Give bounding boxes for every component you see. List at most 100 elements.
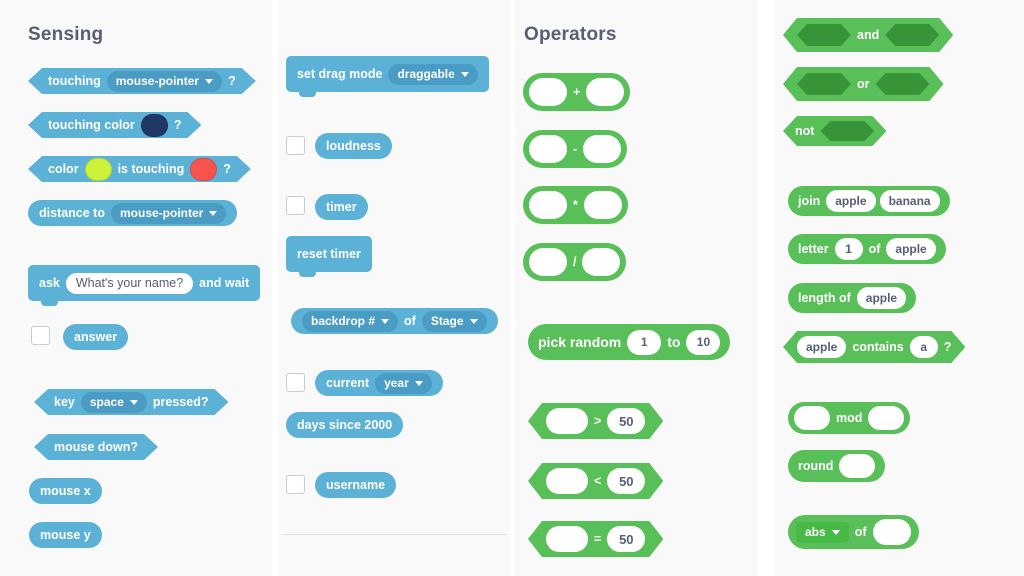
block-pick-random[interactable]: pick random 1 to 10 [528, 324, 731, 360]
block-reset-timer[interactable]: reset timer [286, 236, 372, 277]
operand-right[interactable] [586, 78, 625, 106]
block-not[interactable]: not [783, 116, 886, 146]
block-round[interactable]: round [788, 450, 886, 482]
block-username[interactable]: username [315, 472, 397, 498]
block-label: answer [74, 329, 118, 344]
operand-left[interactable] [546, 468, 588, 494]
color-swatch-a[interactable] [85, 158, 112, 181]
checkbox-current[interactable] [286, 373, 305, 392]
block-less-than[interactable]: < 50 [528, 463, 663, 499]
operand-right[interactable] [868, 406, 905, 430]
dropdown-time-unit[interactable]: year [375, 372, 432, 394]
block-and[interactable]: and [783, 18, 953, 52]
operand-right[interactable] [582, 248, 621, 276]
block-days-since-2000[interactable]: days since 2000 [286, 412, 404, 438]
chevron-down-icon [414, 380, 423, 386]
operand-right[interactable] [583, 191, 622, 219]
compare-value[interactable]: 50 [607, 468, 645, 494]
operand-left[interactable] [529, 191, 567, 219]
boolean-slot[interactable] [820, 121, 874, 141]
block-label: timer [326, 199, 357, 214]
boolean-slot-left[interactable] [797, 73, 851, 95]
block-label: contains [852, 339, 904, 354]
color-swatch[interactable] [141, 114, 168, 137]
block-contains[interactable]: apple contains a ? [783, 331, 965, 363]
operand-left[interactable] [529, 78, 567, 106]
block-touching-color[interactable]: touching color ? [28, 112, 201, 138]
round-input[interactable] [839, 454, 876, 478]
block-label: not [795, 123, 815, 138]
checkbox-username[interactable] [286, 475, 305, 494]
block-current[interactable]: current year [315, 370, 443, 396]
chevron-down-icon [130, 400, 138, 405]
block-mouse-x[interactable]: mouse x [29, 478, 102, 504]
chevron-down-icon [460, 71, 469, 77]
block-label: join [798, 193, 821, 208]
boolean-slot-right[interactable] [876, 73, 930, 95]
dropdown-drag-mode[interactable]: draggable [388, 63, 478, 85]
block-abs-of[interactable]: abs of [788, 515, 919, 549]
boolean-slot-left[interactable] [797, 24, 851, 46]
dropdown-value: mouse-pointer [115, 74, 200, 88]
compare-value[interactable]: 50 [607, 408, 645, 434]
block-multiply[interactable]: * [523, 186, 628, 224]
dropdown-distance-target[interactable]: mouse-pointer [111, 202, 227, 224]
block-set-drag-mode[interactable]: set drag mode draggable [286, 56, 489, 97]
dropdown-property[interactable]: backdrop # [302, 310, 399, 332]
length-input[interactable]: apple [856, 287, 907, 309]
block-equals[interactable]: = 50 [528, 521, 663, 557]
operand-left[interactable] [529, 135, 567, 163]
block-label: and [857, 27, 880, 42]
dropdown-target[interactable]: Stage [421, 310, 487, 332]
block-or[interactable]: or [783, 67, 944, 101]
block-backdrop-of[interactable]: backdrop # of Stage [291, 308, 498, 334]
block-length-of[interactable]: length of apple [788, 283, 917, 313]
column-operators-2: and or not join apple [775, 0, 1024, 576]
block-join[interactable]: join apple banana [788, 186, 950, 216]
operand-left[interactable] [794, 406, 830, 430]
block-color-is-touching[interactable]: color is touching ? [28, 156, 251, 182]
block-mouse-y[interactable]: mouse y [29, 522, 102, 548]
block-divide[interactable]: / [523, 243, 627, 281]
abs-input[interactable] [872, 519, 911, 545]
block-loudness[interactable]: loudness [315, 133, 392, 159]
block-letter-of[interactable]: letter 1 of apple [788, 234, 946, 264]
block-timer[interactable]: timer [315, 194, 368, 220]
checkbox-loudness[interactable] [286, 136, 305, 155]
contains-needle-input[interactable]: a [910, 336, 938, 358]
checkbox-answer[interactable] [31, 326, 50, 345]
join-input-b[interactable]: banana [879, 190, 940, 212]
block-label-mid: is touching [117, 161, 185, 176]
random-from-input[interactable]: 1 [627, 329, 662, 355]
block-key-pressed[interactable]: key space pressed? [34, 389, 228, 415]
operand-left[interactable] [529, 248, 567, 276]
block-label-suffix: ? [943, 339, 952, 354]
dropdown-touching-object[interactable]: mouse-pointer [107, 71, 222, 92]
dropdown-key[interactable]: space [81, 392, 147, 413]
compare-value[interactable]: 50 [607, 526, 645, 552]
block-greater-than[interactable]: > 50 [528, 403, 663, 439]
operand-right[interactable] [583, 135, 622, 163]
operand-left[interactable] [546, 408, 588, 434]
block-ask-and-wait[interactable]: ask What's your name? and wait [28, 265, 261, 306]
random-to-input[interactable]: 10 [686, 329, 721, 355]
block-touching[interactable]: touching mouse-pointer ? [28, 68, 256, 94]
block-distance-to[interactable]: distance to mouse-pointer [28, 200, 238, 226]
block-label: mod [836, 410, 863, 425]
block-mod[interactable]: mod [788, 402, 911, 434]
operand-left[interactable] [546, 526, 588, 552]
letter-string-input[interactable]: apple [886, 238, 936, 260]
ask-text-input[interactable]: What's your name? [65, 272, 194, 294]
block-add[interactable]: + [523, 73, 631, 111]
boolean-slot-right[interactable] [885, 24, 939, 46]
block-mouse-down[interactable]: mouse down? [34, 434, 158, 460]
join-input-a[interactable]: apple [826, 190, 876, 212]
letter-index-input[interactable]: 1 [834, 238, 863, 260]
checkbox-timer[interactable] [286, 196, 305, 215]
block-label: distance to [39, 205, 105, 220]
dropdown-math-function[interactable]: abs [796, 521, 849, 543]
block-answer[interactable]: answer [63, 324, 129, 350]
block-subtract[interactable]: - [523, 130, 628, 168]
contains-haystack-input[interactable]: apple [797, 336, 846, 358]
color-swatch-b[interactable] [190, 158, 217, 181]
